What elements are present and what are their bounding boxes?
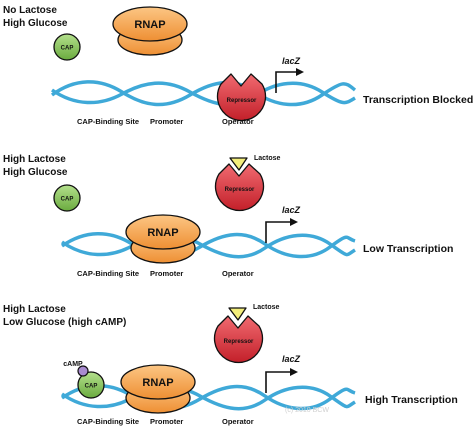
camp-label: cAMP [63, 361, 83, 368]
operator-label: Operator [222, 117, 254, 126]
dna-strand [61, 232, 356, 259]
rnap-label: RNAP [147, 227, 178, 239]
transcription-arrow: lacZ [265, 205, 301, 243]
lactose-label: Lactose [253, 304, 280, 311]
cap-binding-site-label: CAP-Binding Site [77, 269, 139, 278]
lactose-label: Lactose [254, 155, 281, 162]
panel-high-glucose: High Lactose High Glucose CAP Repressor … [3, 154, 453, 278]
panel-low-glucose: High Lactose Low Glucose (high cAMP) Rep… [3, 304, 458, 426]
cap-protein: CAP [53, 184, 81, 212]
rnap-enzyme: RNAP [112, 6, 188, 56]
repressor-label: Repressor [225, 187, 255, 193]
copyright-notice: (c) 2010 BCW [285, 407, 329, 414]
operator-label: Operator [222, 417, 254, 426]
dna-strand [61, 384, 356, 411]
gene-label: lacZ [282, 56, 301, 66]
condition-line-2: High Glucose [3, 18, 68, 29]
operator-label: Operator [222, 269, 254, 278]
outcome-label: Transcription Blocked [363, 94, 473, 106]
gene-label: lacZ [282, 205, 301, 215]
promoter-label: Promoter [150, 117, 183, 126]
condition-line-2: High Glucose [3, 167, 68, 178]
lactose-molecule [228, 307, 247, 321]
cap-label: CAP [61, 46, 74, 52]
panel-no-lactose: No Lactose High Glucose CAP RNAP Repress… [3, 5, 473, 126]
promoter-label: Promoter [150, 417, 183, 426]
cap-protein: CAP [53, 33, 81, 61]
cap-binding-site-label: CAP-Binding Site [77, 117, 139, 126]
outcome-label: High Transcription [365, 394, 458, 406]
cap-label: CAP [61, 197, 74, 203]
condition-line-2: Low Glucose (high cAMP) [3, 317, 126, 328]
promoter-label: Promoter [150, 269, 183, 278]
rnap-label: RNAP [142, 377, 173, 389]
transcription-arrow: lacZ [275, 56, 304, 93]
rnap-label: RNAP [134, 19, 165, 31]
repressor-label: Repressor [224, 339, 254, 345]
repressor-label: Repressor [227, 98, 257, 104]
camp-molecule [77, 365, 89, 377]
outcome-label: Low Transcription [363, 243, 453, 255]
lactose-repressor-complex: Repressor Lactose [213, 304, 280, 364]
lactose-molecule [229, 157, 248, 171]
condition-line-1: High Lactose [3, 304, 66, 315]
lactose-repressor-complex: Repressor Lactose [214, 155, 281, 212]
cap-protein [77, 371, 105, 399]
condition-line-1: No Lactose [3, 5, 57, 16]
transcription-arrow: lacZ [265, 354, 301, 393]
repressor-protein: Repressor [216, 73, 267, 122]
cap-label: CAP [85, 384, 98, 390]
rnap-enzyme: RNAP [125, 214, 201, 264]
gene-label: lacZ [282, 354, 301, 364]
condition-line-1: High Lactose [3, 154, 66, 165]
cap-binding-site-label: CAP-Binding Site [77, 417, 139, 426]
dna-strand [50, 80, 357, 107]
rnap-enzyme: RNAP [120, 364, 196, 414]
cap-camp-complex: CAP cAMP [63, 361, 105, 399]
